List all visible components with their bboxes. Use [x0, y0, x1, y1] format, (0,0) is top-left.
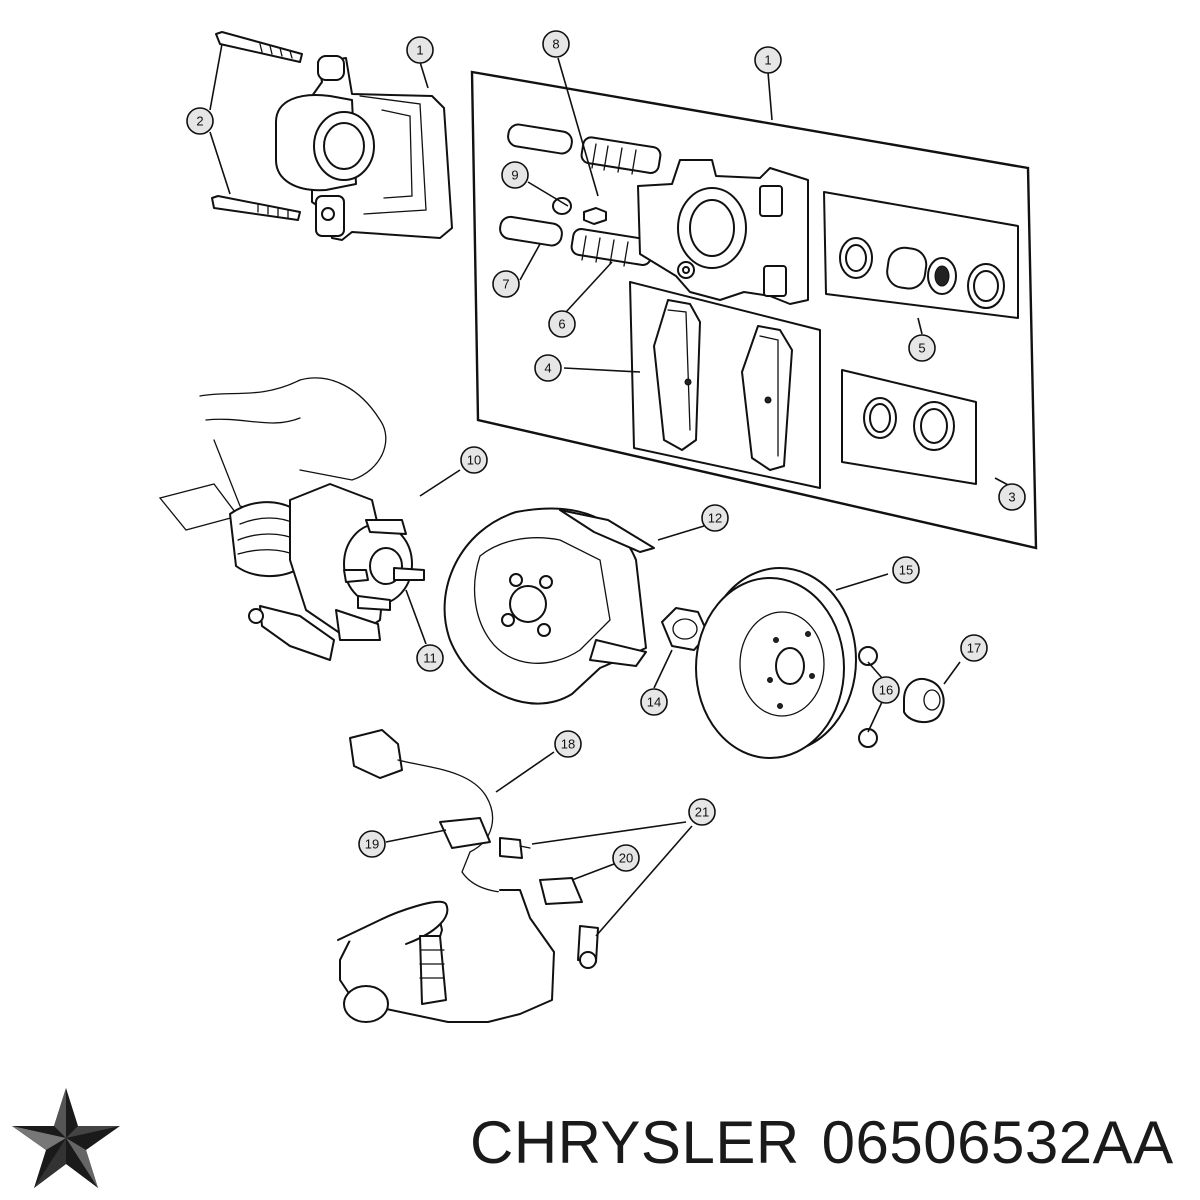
callout-21: 21 [688, 798, 716, 826]
callout-2: 2 [186, 107, 214, 135]
pentastar-logo-icon [12, 1088, 120, 1188]
callout-label: 12 [708, 511, 722, 526]
leader-lines [209, 43, 1011, 937]
guide-pins [499, 123, 662, 267]
callout-label: 18 [561, 737, 575, 752]
callout-label: 5 [918, 341, 925, 356]
callout-label: 14 [647, 695, 661, 710]
wheel-speed-sensor [337, 729, 599, 1023]
part-number: 06506532AA [821, 1109, 1174, 1176]
callout-8: 8 [542, 30, 570, 58]
callout-1-caliper: 1 [406, 36, 434, 64]
caliper-body [637, 159, 809, 305]
callout-20: 20 [612, 844, 640, 872]
seal-kit [823, 191, 1019, 319]
caliper-bolts [211, 31, 303, 221]
callout-15: 15 [892, 556, 920, 584]
callout-14: 14 [640, 688, 668, 716]
callout-7: 7 [492, 270, 520, 298]
steering-knuckle [158, 377, 425, 661]
callout-label: 8 [552, 37, 559, 52]
callout-3: 3 [998, 483, 1026, 511]
callout-label: 4 [544, 361, 551, 376]
callout-18: 18 [554, 730, 582, 758]
caliper-assembly [275, 55, 453, 241]
callout-17: 17 [960, 634, 988, 662]
callout-label: 3 [1008, 490, 1015, 505]
callout-label: 19 [365, 837, 379, 852]
callout-label: 7 [502, 277, 509, 292]
piston-seal-kit [841, 369, 977, 485]
callout-label: 9 [511, 168, 518, 183]
callout-label: 2 [196, 114, 203, 129]
callout-11: 11 [416, 644, 444, 672]
callout-label: 20 [619, 851, 633, 866]
callout-5: 5 [908, 334, 936, 362]
callout-label: 21 [695, 805, 709, 820]
dust-shield [443, 507, 655, 705]
brake-rotor [695, 567, 857, 759]
callout-label: 11 [423, 651, 437, 666]
brand-name: CHRYSLER [470, 1109, 800, 1176]
brand-title: CHRYSLER 06506532AA [470, 1108, 1174, 1177]
lug-hardware [858, 646, 945, 748]
brake-pads [629, 281, 821, 489]
callout-12: 12 [701, 504, 729, 532]
callout-16: 16 [872, 676, 900, 704]
callout-6: 6 [548, 310, 576, 338]
callout-label: 6 [558, 317, 565, 332]
callout-19: 19 [358, 830, 386, 858]
callout-label: 10 [467, 453, 481, 468]
callout-label: 1 [416, 43, 423, 58]
callout-4: 4 [534, 354, 562, 382]
callout-9: 9 [501, 161, 529, 189]
callout-label: 15 [899, 563, 913, 578]
callout-label: 17 [967, 641, 981, 656]
callout-label: 1 [764, 53, 771, 68]
callout-1-kit: 1 [754, 46, 782, 74]
callout-label: 16 [879, 683, 893, 698]
callout-10: 10 [460, 446, 488, 474]
